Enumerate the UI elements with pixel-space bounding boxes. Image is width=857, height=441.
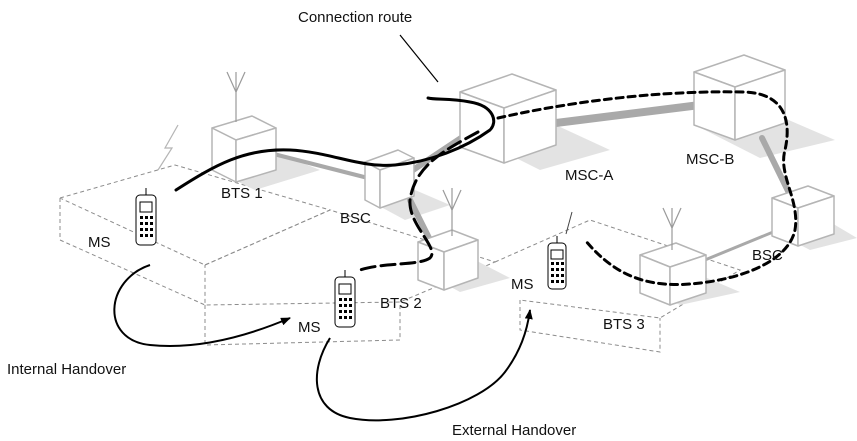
bsc-right-label: BSC [752,247,783,264]
link-msc-a-msc-b [536,101,704,129]
msc-a-label: MSC-A [565,167,614,184]
bts1-node [211,115,277,183]
bts3-node [639,242,707,306]
link-bsc-bts3 [698,228,780,264]
bts2-antenna-icon [442,188,462,236]
connection-route-pointer [399,34,439,83]
connection-route [174,90,798,287]
bsc-right-node [771,185,835,247]
cell-2-front-edge [204,302,401,346]
external-handover-arrow [316,309,533,422]
route-dashed-msc-a-bts2 [358,130,480,272]
cell-3-front-edge [519,300,661,353]
radio-signal-icon [157,124,179,171]
bsc-left-label: BSC [340,210,371,227]
bts1-label: BTS 1 [221,185,263,202]
bts2-label: BTS 2 [380,295,422,312]
internal-handover-label: Internal Handover [7,361,127,378]
msc-b-node [693,54,786,141]
bts2-node [417,229,479,291]
bts3-label: BTS 3 [603,316,645,333]
link-msc-b-bsc [759,135,793,198]
bts1-antenna-icon [226,71,246,122]
route-dashed-msc-a-msc-b [496,90,798,287]
external-handover-label: External Handover [452,422,577,439]
connection-route-label: Connection route [298,9,413,26]
ms3-phone-icon [547,236,567,290]
cell-boundaries [59,164,742,353]
cell-1-front-edge [59,198,206,306]
msc-a-node [459,73,557,164]
ms1-label: MS [88,234,111,251]
ms2-label: MS [298,319,321,336]
ms1-phone-icon [135,188,157,246]
ms2-phone-icon [334,270,356,328]
msc-b-label: MSC-B [686,151,735,168]
radio-signal-icon-2 [565,211,573,235]
cell-3-boundary [494,219,742,319]
link-bsc-bts2 [407,197,433,243]
route-solid [174,96,496,192]
bsc-left-node [364,149,415,209]
internal-handover-arrow [113,264,291,347]
bts3-antenna-icon [662,207,682,250]
ms3-label: MS [511,276,534,293]
